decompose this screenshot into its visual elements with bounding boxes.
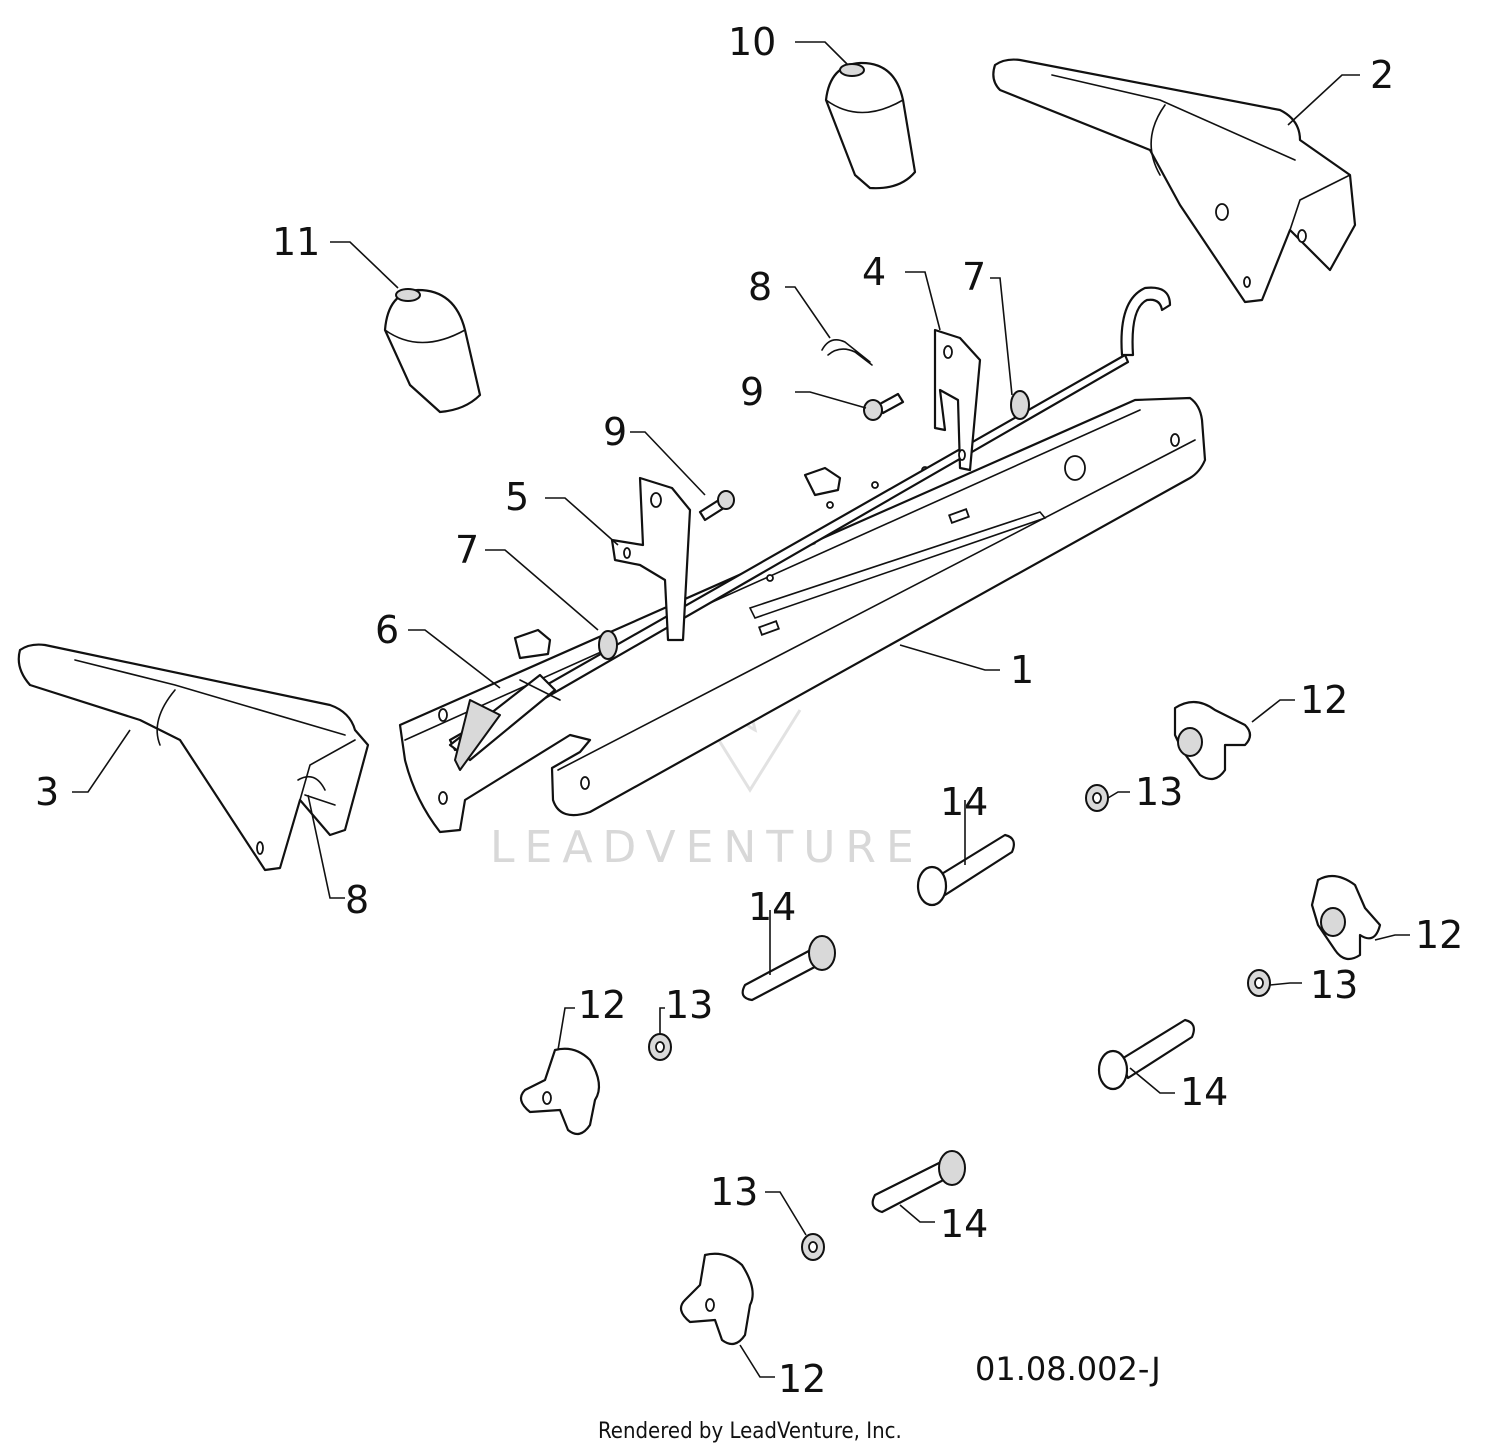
part-14-carriage-bolt-b bbox=[741, 935, 836, 1002]
part-13-washer-b bbox=[1247, 969, 1271, 997]
callout-14-b: 14 bbox=[748, 885, 796, 929]
part-14-carriage-bolt-a bbox=[916, 833, 1015, 907]
part-12-star-knob-c bbox=[519, 1047, 601, 1136]
callout-13-c: 13 bbox=[665, 983, 713, 1027]
callout-12-b: 12 bbox=[1415, 913, 1463, 957]
part-11-knob bbox=[383, 288, 482, 414]
callout-14-d: 14 bbox=[940, 1202, 988, 1246]
callout-13-a: 13 bbox=[1135, 770, 1183, 814]
part-13-washer-c bbox=[648, 1033, 672, 1061]
callout-3: 3 bbox=[35, 770, 59, 814]
callout-6: 6 bbox=[375, 608, 399, 652]
part-13-washer-a bbox=[1085, 784, 1109, 812]
part-2-handle bbox=[992, 58, 1357, 304]
callout-14-c: 14 bbox=[1180, 1070, 1228, 1114]
callout-12-a: 12 bbox=[1300, 678, 1348, 722]
callout-12-d: 12 bbox=[778, 1357, 826, 1401]
watermark-text: LEADVENTURE bbox=[490, 822, 924, 873]
callout-13-b: 13 bbox=[1310, 963, 1358, 1007]
part-8-hair-pin-clip-upper bbox=[821, 339, 873, 366]
part-9-bolt-a bbox=[698, 490, 735, 522]
callout-5: 5 bbox=[505, 475, 529, 519]
leader-lines bbox=[72, 41, 1410, 1378]
part-4-bracket bbox=[933, 328, 982, 472]
callout-7-upper: 7 bbox=[962, 255, 986, 299]
callout-10: 10 bbox=[728, 20, 776, 64]
callout-labels: 10 2 11 4 7 8 9 9 5 7 6 1 3 8 12 13 14 1… bbox=[35, 20, 1463, 1401]
part-9-bolt-b bbox=[863, 392, 905, 421]
callout-2: 2 bbox=[1370, 53, 1394, 97]
watermark-logo: LEADVENTURE bbox=[490, 598, 924, 873]
part-5-bracket bbox=[513, 466, 842, 660]
callout-8-lower: 8 bbox=[345, 878, 369, 922]
callout-11: 11 bbox=[272, 220, 320, 264]
part-1-seat-rail bbox=[398, 396, 1207, 834]
part-14-carriage-bolt-d bbox=[871, 1150, 966, 1214]
callout-8-upper: 8 bbox=[748, 265, 772, 309]
part-10-knob bbox=[824, 61, 917, 190]
callout-12-c: 12 bbox=[578, 983, 626, 1027]
callout-1: 1 bbox=[1010, 648, 1034, 692]
callout-13-d: 13 bbox=[710, 1170, 758, 1214]
part-12-star-knob-b bbox=[1310, 874, 1382, 961]
render-credit: Rendered by LeadVenture, Inc. bbox=[598, 1419, 902, 1444]
drawing-number: 01.08.002-J bbox=[975, 1350, 1161, 1388]
callout-9-upper: 9 bbox=[740, 370, 764, 414]
part-3-handle bbox=[17, 643, 370, 872]
part-12-star-knob-a bbox=[1173, 700, 1252, 781]
part-12-star-knob-d bbox=[679, 1252, 754, 1346]
callout-14-a: 14 bbox=[940, 780, 988, 824]
callout-4: 4 bbox=[862, 250, 886, 294]
callout-7-lower: 7 bbox=[455, 528, 479, 572]
part-13-washer-d bbox=[801, 1233, 825, 1261]
part-14-carriage-bolt-c bbox=[1097, 1018, 1195, 1091]
callout-9-lower: 9 bbox=[603, 410, 627, 454]
